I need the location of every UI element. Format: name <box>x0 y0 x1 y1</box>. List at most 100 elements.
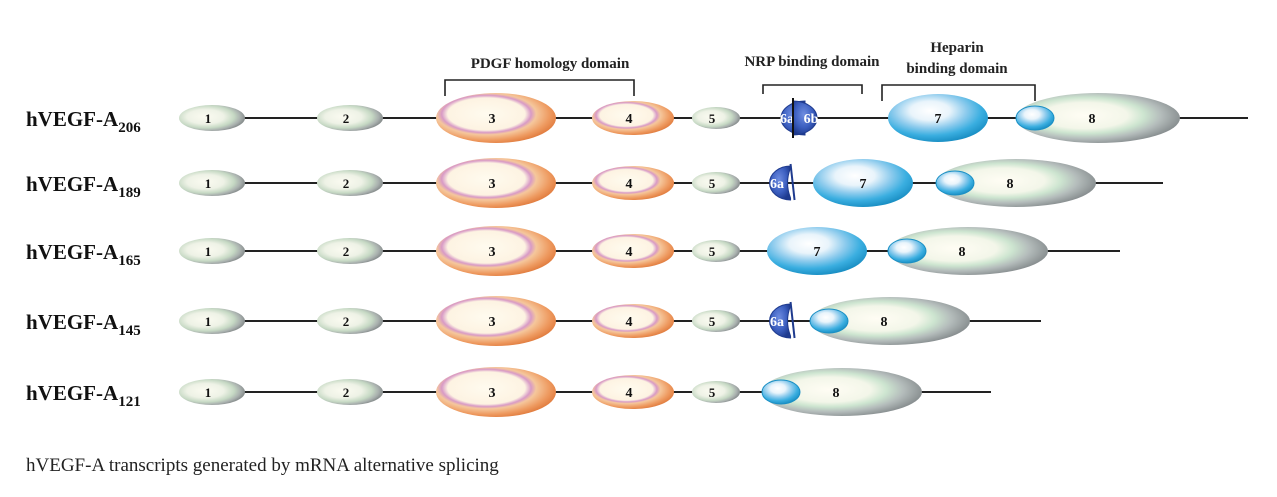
isoform-label-subscript: 206 <box>118 120 141 136</box>
exon-label: 3 <box>489 386 496 401</box>
heparin-domain-label-line2: binding domain <box>906 61 1008 77</box>
exon-label: 4 <box>626 386 633 401</box>
exon-label: 2 <box>343 111 350 126</box>
exon-label: 5 <box>709 111 716 126</box>
exon-7: 7 <box>888 94 988 142</box>
exon-label: 7 <box>935 112 942 127</box>
exon-label: 6a <box>770 177 784 192</box>
exon-label: 1 <box>205 385 212 400</box>
exon-label: 2 <box>343 385 350 400</box>
pdgf-domain-label: PDGF homology domain <box>471 56 630 72</box>
exon-4: 4 <box>592 166 674 200</box>
isoform-row-145: hVEGF-A145 1 2 3 4 5 6a 8 <box>26 296 1041 346</box>
exon-4: 4 <box>592 304 674 338</box>
pdgf-bracket <box>444 79 635 96</box>
exon-3: 3 <box>436 93 556 143</box>
exon-label: 7 <box>860 177 867 192</box>
isoform-label: hVEGF-A189 <box>26 172 141 201</box>
exon-label: 1 <box>205 244 212 259</box>
exon-6a: 6a <box>769 301 796 339</box>
exon-8: 8 <box>1015 93 1180 143</box>
exon-label: 5 <box>709 385 716 400</box>
exon-1: 1 <box>179 238 245 264</box>
isoform-label: hVEGF-A165 <box>26 240 141 269</box>
exon-6b: 6b <box>792 98 819 138</box>
isoform-label-subscript: 165 <box>118 253 141 269</box>
isoform-label-prefix: hVEGF-A <box>26 310 119 334</box>
exon-4: 4 <box>592 101 674 135</box>
exon-5: 5 <box>692 172 740 194</box>
exon-5: 5 <box>692 381 740 403</box>
exon-label: 4 <box>626 177 633 192</box>
exon-5: 5 <box>692 107 740 129</box>
exon-label: 8 <box>833 386 840 401</box>
exon-label: 4 <box>626 112 633 127</box>
isoform-label-prefix: hVEGF-A <box>26 240 119 264</box>
exon-1: 1 <box>179 379 245 405</box>
exon-1: 1 <box>179 170 245 196</box>
heparin-domain-label-line1: Heparin <box>930 40 984 56</box>
exon-label: 7 <box>814 245 821 260</box>
isoform-label-subscript: 189 <box>118 185 141 201</box>
exon-3: 3 <box>436 158 556 208</box>
exon-label: 5 <box>709 176 716 191</box>
exon-label: 8 <box>1007 177 1014 192</box>
figure-caption: hVEGF-A transcripts generated by mRNA al… <box>26 455 499 476</box>
exon-label: 6b <box>804 112 819 127</box>
isoform-label-subscript: 121 <box>118 394 141 410</box>
exon-label: 6a <box>770 315 784 330</box>
isoform-row-121: hVEGF-A121 1 2 3 4 5 8 <box>26 367 991 417</box>
isoform-label-prefix: hVEGF-A <box>26 107 119 131</box>
exon-8: 8 <box>935 159 1096 207</box>
exon-label: 3 <box>489 177 496 192</box>
exon-8: 8 <box>887 227 1048 275</box>
exon-label: 3 <box>489 245 496 260</box>
exon-label: 1 <box>205 314 212 329</box>
exon-3: 3 <box>436 296 556 346</box>
exon-label: 8 <box>881 315 888 330</box>
nrp-bracket <box>762 84 863 94</box>
exon-label: 1 <box>205 111 212 126</box>
exon-1: 1 <box>179 308 245 334</box>
exon-3: 3 <box>436 367 556 417</box>
exon-label: 2 <box>343 244 350 259</box>
exon-2: 2 <box>317 379 383 405</box>
exon-1: 1 <box>179 105 245 131</box>
exon-label: 3 <box>489 315 496 330</box>
exon-2: 2 <box>317 238 383 264</box>
exon-5: 5 <box>692 310 740 332</box>
exon-8: 8 <box>761 368 922 416</box>
exon-label: 2 <box>343 314 350 329</box>
heparin-bracket <box>881 84 1036 101</box>
exon-7: 7 <box>767 227 867 275</box>
exon-label: 4 <box>626 315 633 330</box>
exon-label: 3 <box>489 112 496 127</box>
exon-2: 2 <box>317 308 383 334</box>
exon-label: 8 <box>1089 112 1096 127</box>
isoform-label-prefix: hVEGF-A <box>26 381 119 405</box>
exon-3: 3 <box>436 226 556 276</box>
isoform-label-prefix: hVEGF-A <box>26 172 119 196</box>
exon-5: 5 <box>692 240 740 262</box>
exon-4: 4 <box>592 375 674 409</box>
nrp-domain-label: NRP binding domain <box>744 54 880 70</box>
exon-8: 8 <box>809 297 970 345</box>
exon-2: 2 <box>317 105 383 131</box>
isoform-label: hVEGF-A145 <box>26 310 141 339</box>
isoform-label-subscript: 145 <box>118 323 141 339</box>
exon-6a: 6a <box>769 163 796 201</box>
exon-4: 4 <box>592 234 674 268</box>
exon-label: 8 <box>959 245 966 260</box>
exon-label: 2 <box>343 176 350 191</box>
exon-label: 4 <box>626 245 633 260</box>
isoform-row-189: hVEGF-A189 1 2 3 4 5 6a 7 8 <box>26 158 1163 208</box>
exon-label: 5 <box>709 244 716 259</box>
exon-7: 7 <box>813 159 913 207</box>
exon-label: 1 <box>205 176 212 191</box>
isoform-label: hVEGF-A206 <box>26 107 141 136</box>
exon-label: 5 <box>709 314 716 329</box>
isoform-label: hVEGF-A121 <box>26 381 141 410</box>
